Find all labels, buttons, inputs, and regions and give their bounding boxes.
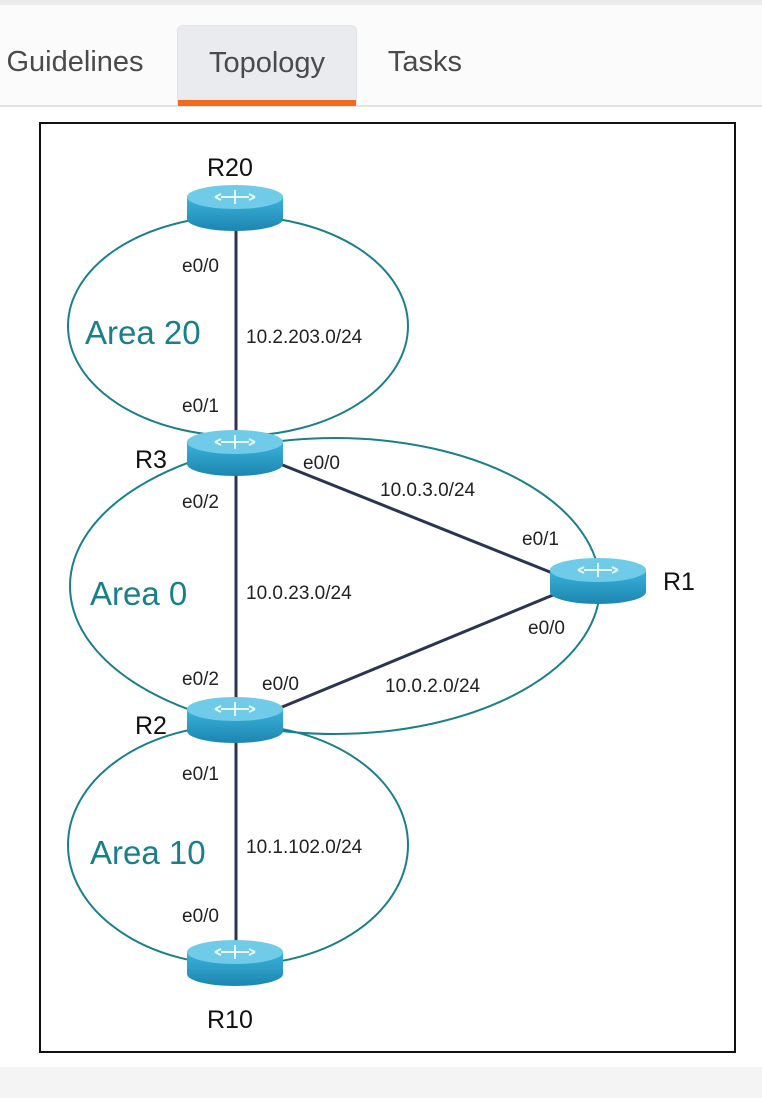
router-label-r10: R10 (207, 1006, 253, 1034)
area-label-10: Area 10 (90, 834, 206, 871)
interface-label: e0/0 (182, 256, 219, 277)
interface-label: e0/0 (262, 674, 299, 695)
router-icon-r10[interactable] (186, 939, 284, 987)
link-r2-r1 (269, 586, 571, 714)
subnet-label: 10.0.23.0/24 (246, 583, 352, 604)
interface-label: e0/2 (182, 669, 219, 690)
router-icon-r3[interactable] (186, 429, 284, 477)
subnet-label: 10.2.203.0/24 (246, 327, 363, 348)
top-strip (0, 0, 762, 5)
subnet-label: 10.1.102.0/24 (246, 837, 363, 858)
router-label-r2: R2 (135, 712, 167, 740)
interface-label: e0/0 (182, 906, 219, 927)
router-label-r3: R3 (135, 446, 167, 474)
subnet-label: 10.0.2.0/24 (385, 676, 481, 697)
interface-label: e0/1 (182, 764, 219, 785)
tab-tasks[interactable]: Tasks (387, 46, 463, 78)
interface-label: e0/0 (303, 453, 340, 474)
router-icon-r2[interactable] (186, 696, 284, 744)
interface-label: e0/0 (528, 618, 565, 639)
interface-label: e0/2 (182, 492, 219, 513)
tab-bar: Guidelines Topology Tasks (0, 5, 762, 107)
interface-label: e0/1 (182, 396, 219, 417)
link-r3-r1 (269, 458, 571, 582)
router-label-r20: R20 (207, 154, 253, 182)
interface-label: e0/1 (522, 529, 559, 550)
subnet-label: 10.0.3.0/24 (380, 480, 476, 501)
router-label-r1: R1 (663, 568, 695, 596)
links (234, 210, 571, 960)
tab-topology[interactable]: Topology (177, 25, 357, 106)
area-label-0: Area 0 (90, 575, 187, 612)
router-icon-r20[interactable] (186, 184, 284, 232)
tab-guidelines[interactable]: Guidelines (6, 46, 144, 78)
area-label-20: Area 20 (85, 314, 201, 351)
router-icon-r1[interactable] (549, 557, 647, 605)
